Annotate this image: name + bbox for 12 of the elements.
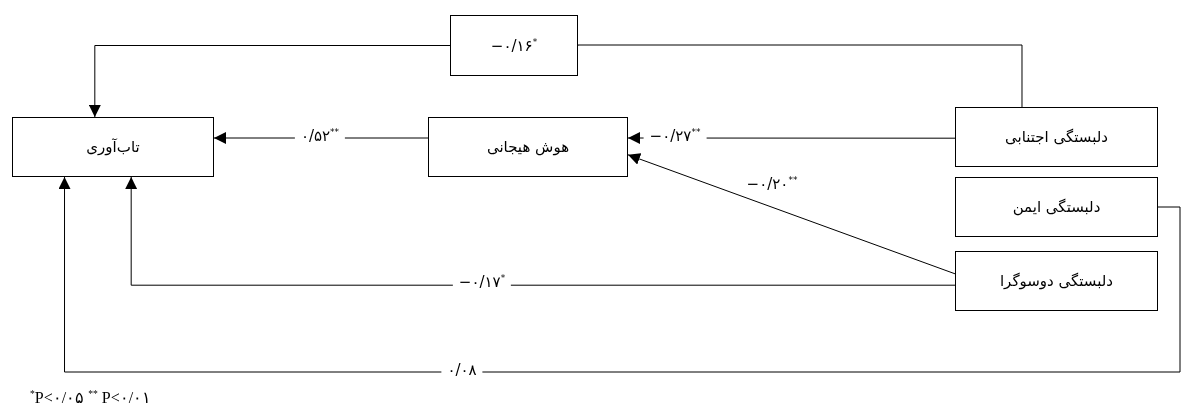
variable-box: دلبستگی دوسوگرا bbox=[955, 251, 1158, 311]
variable-box: دلبستگی اجتنابی bbox=[955, 107, 1158, 167]
coefficient-box: −۰/۱۶$^{*}$ bbox=[450, 15, 578, 76]
arrow bbox=[125, 176, 956, 286]
arrow bbox=[88, 45, 451, 118]
significance-note: $^{*}$P<۰/۰۵ $^{**}$ P<۰/۰۱ bbox=[30, 388, 152, 408]
variable-box: هوش هیجانی bbox=[428, 117, 628, 177]
arrow bbox=[627, 153, 956, 275]
arrow bbox=[58, 176, 1181, 373]
variable-box: تاب‌آوری bbox=[12, 117, 214, 177]
connector-line bbox=[577, 44, 1023, 108]
variable-box: دلبستگی ایمن bbox=[955, 177, 1158, 237]
